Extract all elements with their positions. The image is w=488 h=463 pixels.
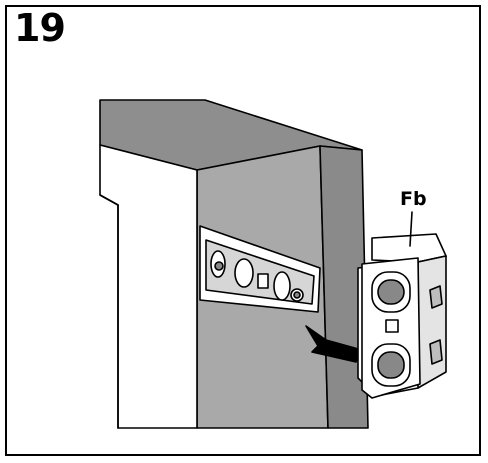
- drawer-front: [99, 144, 198, 429]
- rail-screw-1: [214, 261, 224, 271]
- step-number: 19: [14, 6, 66, 50]
- label-leader-line: [409, 211, 413, 247]
- part-label-fb: Fb: [400, 188, 427, 210]
- insert-arrow-icon: [305, 325, 363, 363]
- bracket-fb: [357, 233, 447, 399]
- step-frame: [5, 5, 481, 456]
- rail-slot-3: [273, 271, 291, 301]
- rail-slot-2: [234, 258, 254, 288]
